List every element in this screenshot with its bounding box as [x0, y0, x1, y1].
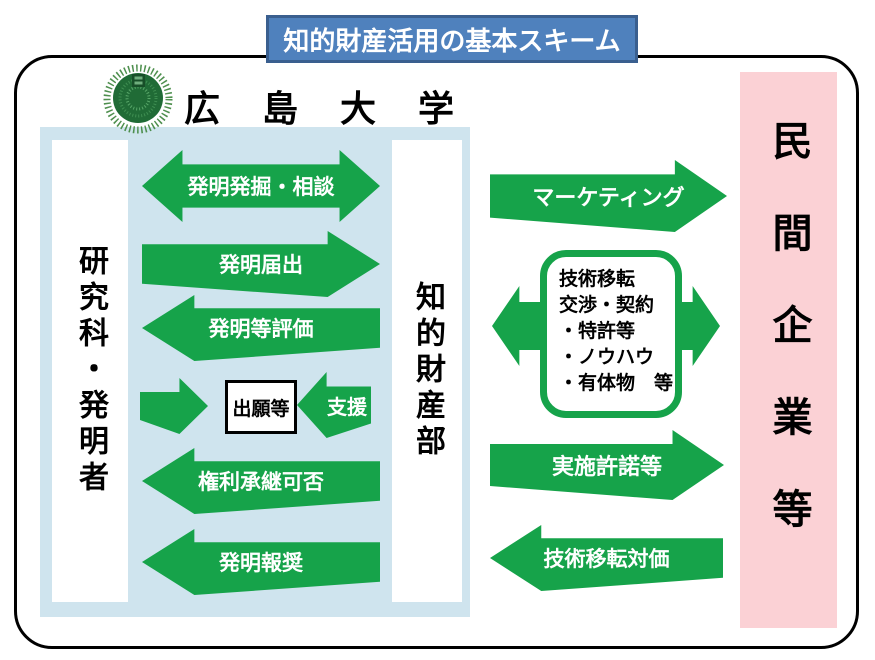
arrow-label: 発明発掘・相談 — [187, 176, 335, 199]
private-companies-column: 民間企業等 — [740, 72, 837, 628]
arrow-label: 実施許諾等 — [551, 454, 662, 479]
tech-transfer-line: 交渉・契約 — [559, 295, 655, 316]
arrow-label: 技術移転対価 — [543, 548, 670, 571]
arrow-label: マーケティング — [532, 185, 685, 210]
arrow-label: 発明等評価 — [208, 318, 314, 341]
tech-transfer-line: ・特許等 — [559, 321, 636, 342]
tech-transfer-box: 技術移転 交渉・契約 ・特許等 ・ノウハウ ・有体物 等 — [540, 250, 682, 418]
tech-transfer-line: 技術移転 — [559, 269, 636, 290]
arrow-label: 発明届出 — [219, 254, 303, 277]
university-name: 広 島 大 学 — [184, 88, 471, 129]
page-title-text: 知的財産活用の基本スキーム — [283, 25, 621, 56]
arrow-rights-succession: 権利承継可否 — [142, 448, 380, 514]
tech-transfer-line: ・ノウハウ — [559, 347, 655, 368]
page-title: 知的財産活用の基本スキーム — [266, 15, 638, 63]
arrow-label: 権利承継可否 — [198, 471, 324, 494]
tech-transfer-line: ・有体物 等 — [559, 373, 674, 394]
arrow-label: 発明報奨 — [219, 552, 303, 575]
ip-department-column: 知的財産部 — [392, 140, 462, 602]
hiroshima-university-logo-icon — [103, 64, 173, 134]
researchers-column: 研究科・発明者 — [52, 140, 128, 602]
arrow-label: 支援 — [327, 396, 367, 419]
application-box: 出願等 — [225, 380, 297, 434]
